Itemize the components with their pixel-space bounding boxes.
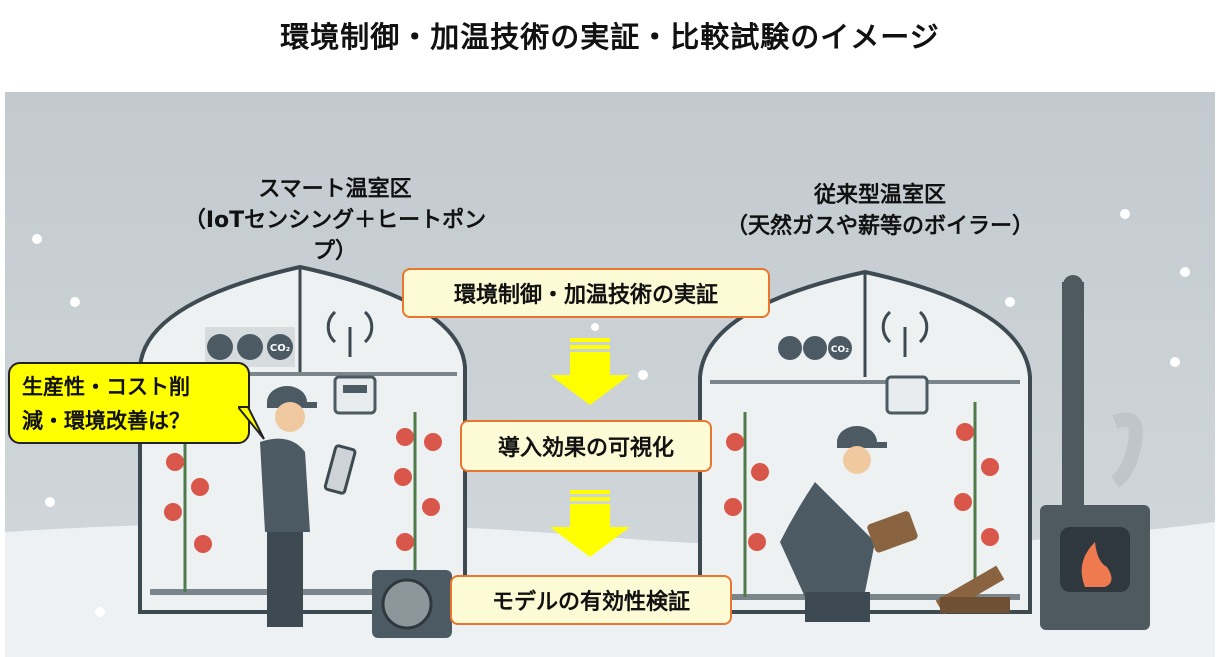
tomato-plant [724, 412, 769, 597]
conventional-greenhouse-label: 従来型温室区 （天然ガスや薪等のボイラー） [690, 180, 1070, 242]
conventional-greenhouse-name: 従来型温室区 [813, 183, 946, 208]
conventional-greenhouse-detail: （天然ガスや薪等のボイラー） [725, 214, 1034, 239]
smoke [1110, 412, 1143, 488]
co2-icon [267, 334, 293, 360]
tomato-plant [954, 402, 999, 597]
step-box-3: モデルの有効性検証 [450, 575, 732, 625]
step-box-2: 導入効果の可視化 [460, 420, 712, 472]
smart-greenhouse: CO₂ [138, 264, 467, 614]
speech-bubble-tail [238, 406, 265, 440]
step-box-1: 環境制御・加温技術の実証 [402, 268, 770, 318]
heat-pump [372, 570, 452, 638]
firewood-pile [935, 565, 1010, 615]
tomato-plant [394, 412, 442, 592]
tomato-plant [164, 432, 212, 592]
snowflakes [32, 209, 1190, 617]
svg-text:CO₂: CO₂ [270, 343, 290, 354]
thermometer-icon [207, 334, 233, 360]
farmer-with-tablet [260, 386, 357, 627]
thermometer-icon [237, 334, 263, 360]
smart-greenhouse-label: スマート温室区 （IoTセンシング＋ヒートポンプ） [180, 174, 490, 267]
down-arrow-2 [550, 490, 630, 557]
co2-icon [828, 336, 852, 360]
flame-icon [1081, 542, 1112, 587]
page-title: 環境制御・加温技術の実証・比較試験のイメージ [280, 20, 940, 54]
speech-bubble: 生産性・コスト削 減・環境改善は？ [8, 362, 250, 444]
wifi-icon [881, 310, 929, 357]
smart-greenhouse-name: スマート温室区 [258, 177, 412, 202]
speech-bubble-line-2: 減・環境改善は？ [22, 409, 190, 433]
wifi-icon [326, 310, 374, 357]
svg-text:CO₂: CO₂ [831, 345, 849, 355]
controller-panel [333, 375, 377, 415]
speech-bubble-line-1: 生産性・コスト削 [22, 375, 190, 399]
farmer-with-firewood [780, 426, 918, 622]
illustration: CO₂ CO₂ [5, 92, 1215, 657]
down-arrow-1 [550, 338, 630, 405]
smart-greenhouse-detail: （IoTセンシング＋ヒートポンプ） [183, 208, 487, 264]
wood-stove [1040, 275, 1150, 630]
